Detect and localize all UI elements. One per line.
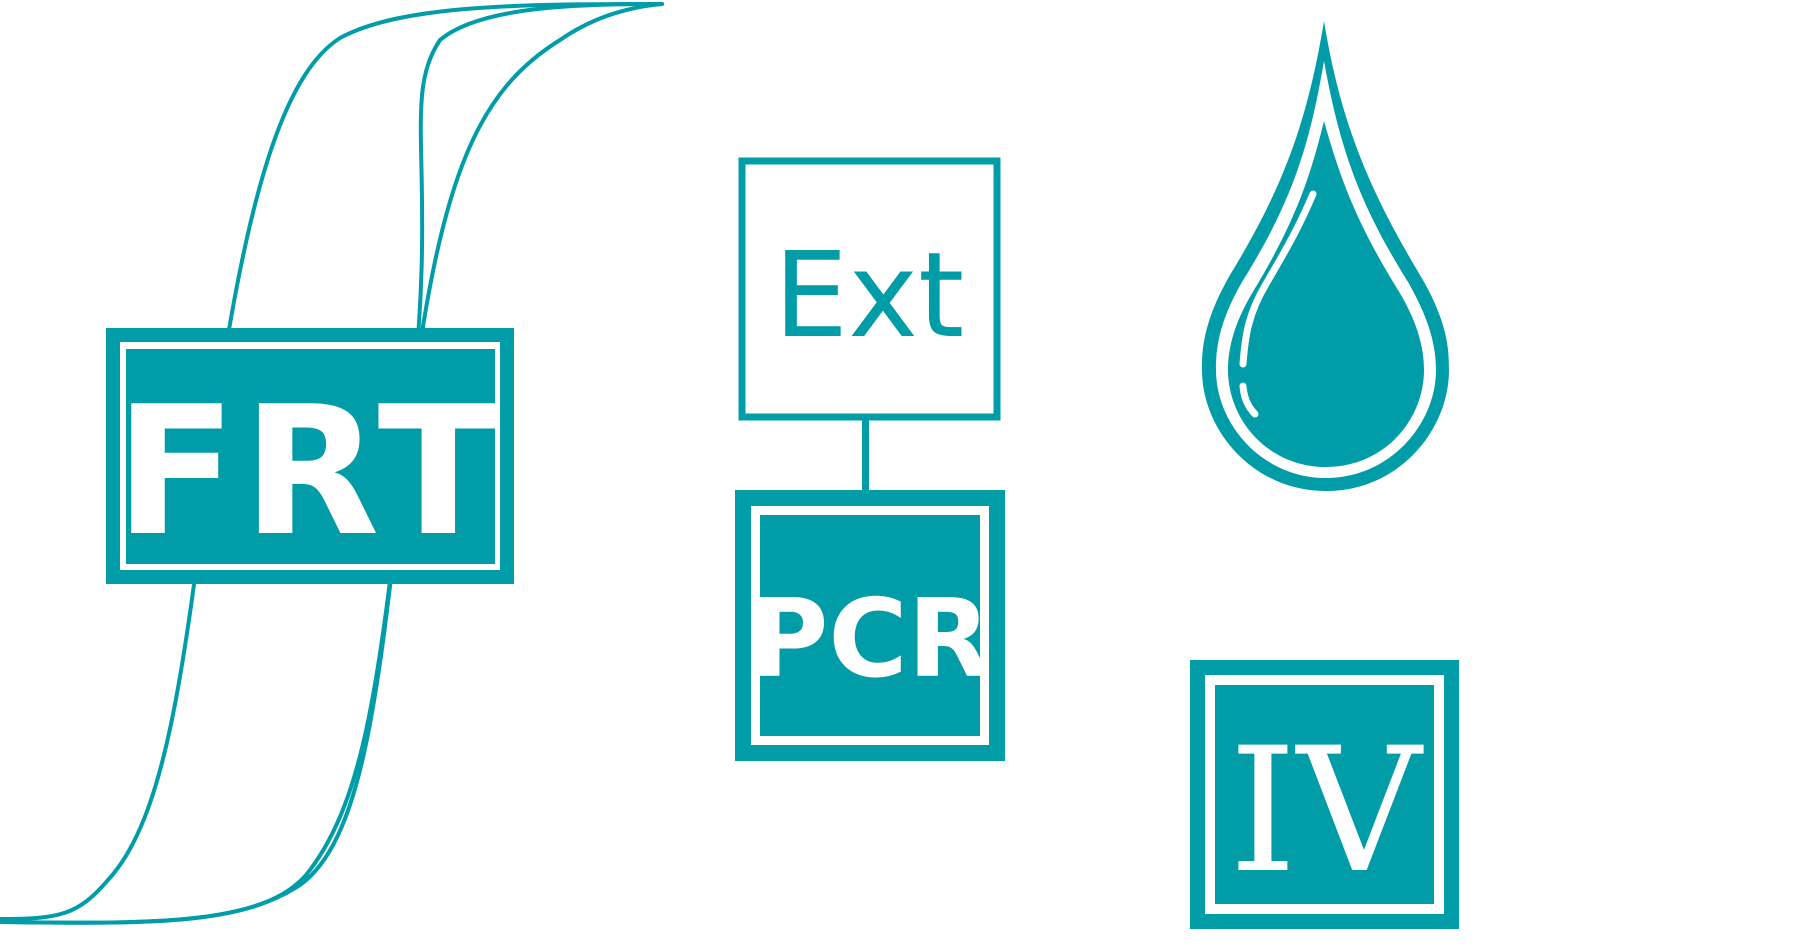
pcr-label: PCR: [749, 577, 991, 702]
iv-box-inner: [1215, 685, 1434, 904]
pcr-box-inner: [760, 515, 980, 736]
drop-icon: [1202, 21, 1449, 491]
drop-inner: [1228, 121, 1424, 467]
frt-box-inner: [126, 349, 495, 564]
frt-label: FRT: [115, 368, 505, 575]
drop-highlight: [1239, 190, 1317, 418]
ext-pcr-connector: [862, 420, 869, 493]
ext-box: Ext: [738, 157, 1001, 421]
ext-label: Ext: [774, 226, 965, 364]
frt-box: FRT: [106, 328, 514, 584]
iv-box: IV: [1190, 660, 1459, 929]
ext-box-frame: [738, 157, 1001, 421]
iv-label: IV: [1229, 710, 1424, 911]
pcr-box: PCR: [735, 490, 1005, 761]
